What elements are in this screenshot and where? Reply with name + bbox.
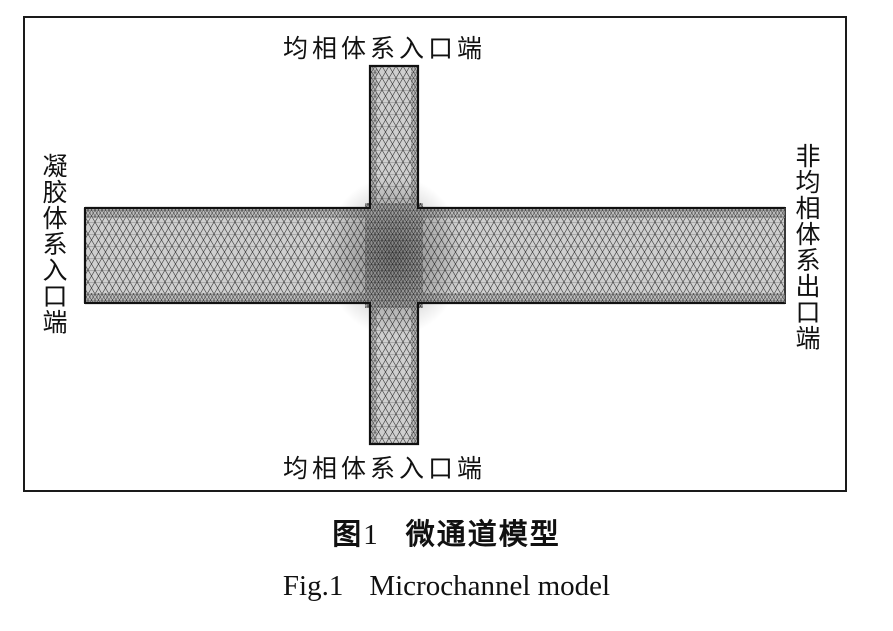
microchannel-mesh	[83, 64, 786, 446]
caption-cn-prefix: 图	[332, 517, 364, 551]
figure-caption-chinese: 图1 微通道模型	[0, 520, 893, 550]
caption-cn-number: 1	[363, 519, 380, 551]
caption-en-prefix: Fig.1	[282, 570, 344, 602]
left-inlet-label: 凝胶体系入口端	[39, 153, 68, 335]
caption-cn-title: 微通道模型	[405, 517, 561, 551]
bottom-inlet-label: 均相体系入口端	[283, 454, 487, 483]
top-inlet-label: 均相体系入口端	[283, 34, 487, 63]
figure-frame: 均相体系入口端 均相体系入口端 凝胶体系入口端 非均相体系出口端	[23, 16, 847, 492]
caption-en-title: Microchannel model	[369, 570, 611, 602]
figure-caption-english: Fig.1 Microchannel model	[0, 572, 893, 601]
right-outlet-label: 非均相体系出口端	[792, 143, 821, 351]
junction-refinement-shade	[324, 176, 464, 336]
channel-outline	[83, 64, 785, 446]
